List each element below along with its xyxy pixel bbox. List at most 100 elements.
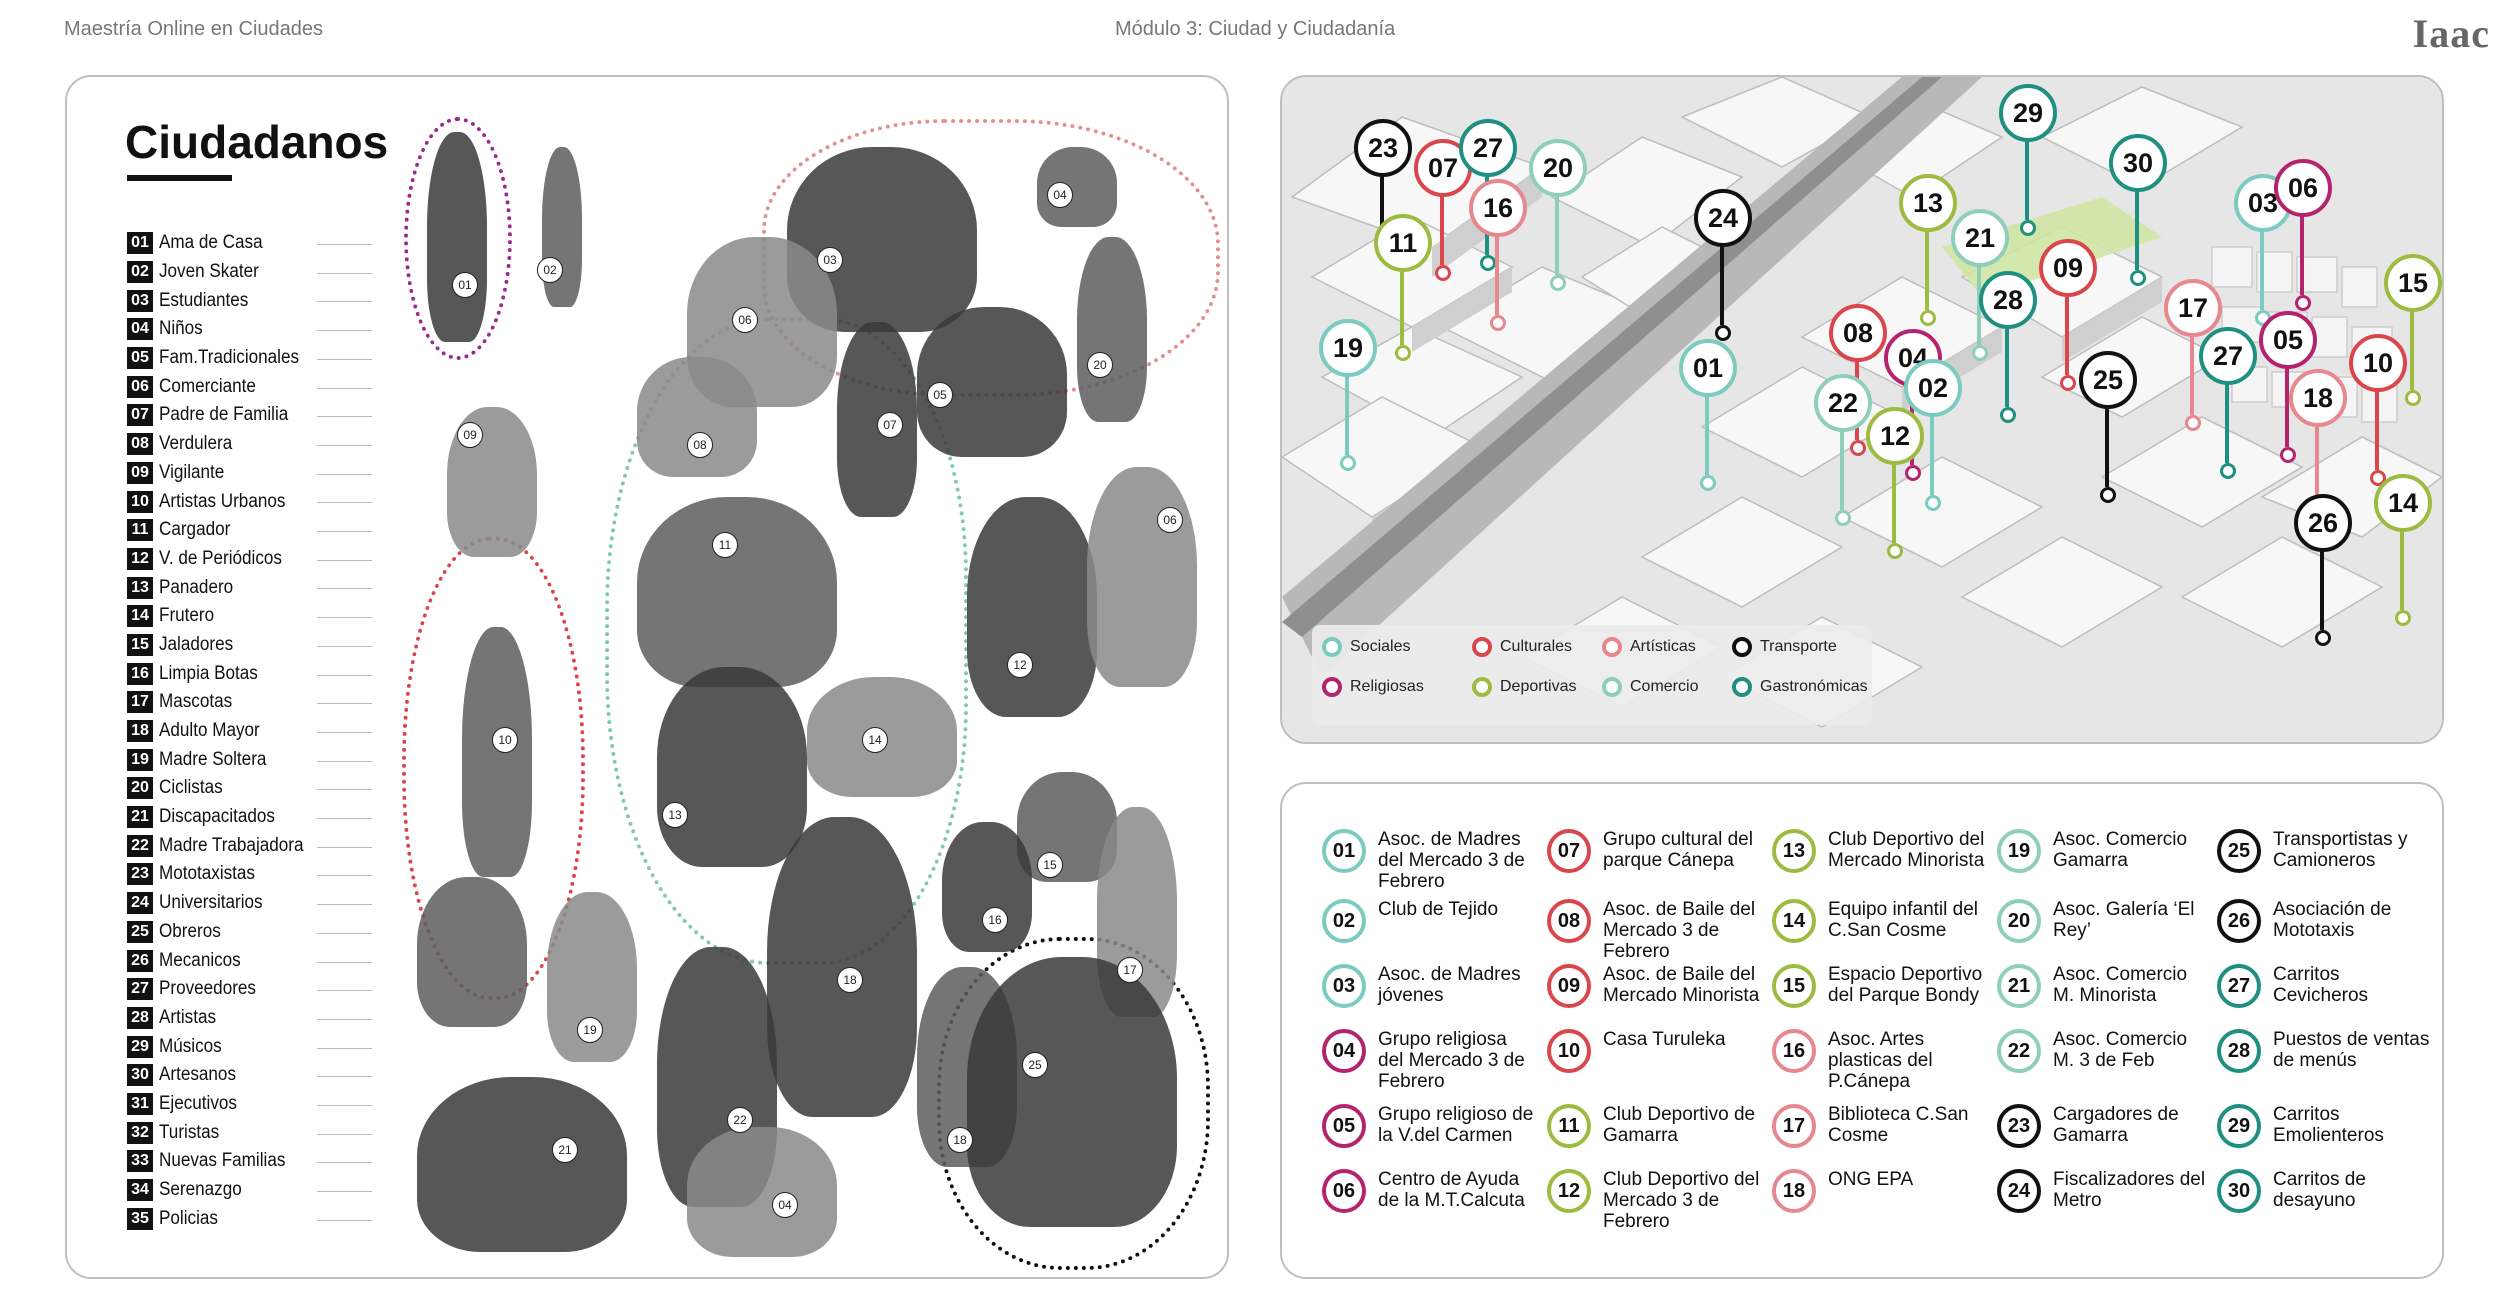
map-pin[interactable]: 17 xyxy=(2164,279,2222,431)
pin-stem xyxy=(2065,295,2069,375)
map-pin[interactable]: 27 xyxy=(2199,327,2257,479)
map-legend-item: Transporte xyxy=(1732,637,1837,657)
map-pin[interactable]: 18 xyxy=(2289,369,2347,521)
map-pin[interactable]: 27 xyxy=(1459,119,1517,271)
pin-stem xyxy=(1440,195,1444,265)
pin-number: 27 xyxy=(1459,119,1517,177)
map-pin[interactable]: 02 xyxy=(1904,359,1962,511)
leader-line xyxy=(317,760,372,762)
pin-dot xyxy=(1480,255,1496,271)
map-pin[interactable]: 11 xyxy=(1374,214,1432,361)
collage-number-tag: 25 xyxy=(1022,1052,1048,1078)
citizen-name: Ama de Casa xyxy=(159,232,263,254)
map-pin[interactable]: 26 xyxy=(2294,494,2352,646)
pin-number: 19 xyxy=(1319,319,1377,377)
organization-name: Asoc. Comercio Gamarra xyxy=(2053,829,2188,871)
citizen-number: 18 xyxy=(127,720,153,743)
collage-number-tag: 04 xyxy=(772,1192,798,1218)
legend-label: Transporte xyxy=(1760,638,1837,655)
map-pin[interactable]: 06 xyxy=(2274,159,2332,311)
pin-number: 10 xyxy=(2349,334,2407,392)
legend-ring-icon xyxy=(1472,637,1492,657)
group-outline-purple xyxy=(404,117,512,360)
leader-line xyxy=(317,990,372,992)
leader-line xyxy=(317,330,372,332)
pin-dot xyxy=(2130,270,2146,286)
organization-number: 27 xyxy=(2217,964,2261,1008)
title-underline xyxy=(127,175,232,181)
map-pin[interactable]: 04 xyxy=(1884,329,1942,481)
legend-label: Deportivas xyxy=(1500,678,1577,695)
iaac-logo: Iaac xyxy=(2412,11,2490,56)
map-pin[interactable]: 28 xyxy=(1979,271,2037,423)
organization-number: 11 xyxy=(1547,1104,1591,1148)
map-pin[interactable]: 03 xyxy=(2234,174,2292,326)
pin-dot xyxy=(1700,475,1716,491)
pin-dot xyxy=(1887,543,1903,559)
map-pin[interactable]: 25 xyxy=(2079,351,2137,503)
figure-juggler xyxy=(462,627,532,877)
map-pin[interactable]: 30 xyxy=(2109,134,2167,286)
organization-number: 21 xyxy=(1997,964,2041,1008)
map-pin[interactable]: 19 xyxy=(1319,319,1377,471)
map-pin[interactable]: 01 xyxy=(1679,339,1737,491)
citizen-number: 09 xyxy=(127,461,153,484)
pin-dot xyxy=(2000,407,2016,423)
map-pin[interactable]: 07 xyxy=(1414,139,1472,281)
map-pin[interactable]: 05 xyxy=(2259,311,2317,463)
pin-dot xyxy=(2060,375,2076,391)
citizen-number: 29 xyxy=(127,1035,153,1058)
organization-number: 15 xyxy=(1772,964,1816,1008)
map-pin[interactable]: 14 xyxy=(2374,474,2432,626)
citizen-number: 25 xyxy=(127,920,153,943)
map-pin[interactable]: 22 xyxy=(1814,374,1872,526)
map-pin[interactable]: 12 xyxy=(1866,407,1924,559)
citizen-name: Ejecutivos xyxy=(159,1092,237,1114)
organization-number: 23 xyxy=(1997,1104,2041,1148)
pin-stem xyxy=(1720,245,1724,325)
map-pin[interactable]: 23 xyxy=(1354,119,1412,251)
pin-dot xyxy=(2100,487,2116,503)
map-pin[interactable]: 10 xyxy=(2349,334,2407,486)
organization-number: 24 xyxy=(1997,1169,2041,1213)
pin-dot xyxy=(1550,275,1566,291)
pin-number: 15 xyxy=(2384,254,2442,312)
pin-dot xyxy=(2295,295,2311,311)
map-pin[interactable]: 24 xyxy=(1694,189,1752,341)
pin-stem xyxy=(1925,230,1929,310)
pin-number: 24 xyxy=(1694,189,1752,247)
organization-number: 09 xyxy=(1547,964,1591,1008)
pin-stem xyxy=(2105,407,2109,487)
organization-name: Biblioteca C.San Cosme xyxy=(1828,1104,1969,1146)
collage-number-tag: 08 xyxy=(687,432,713,458)
map-pin[interactable]: 20 xyxy=(1529,139,1587,291)
map-pin[interactable]: 09 xyxy=(2039,239,2097,391)
organization-number: 30 xyxy=(2217,1169,2261,1213)
legend-ring-icon xyxy=(1602,677,1622,697)
map-pin[interactable]: 08 xyxy=(1829,304,1887,456)
citizen-name: Mascotas xyxy=(159,691,233,713)
leader-line xyxy=(317,444,372,446)
map-pin[interactable]: 15 xyxy=(2384,254,2442,406)
organization-number: 13 xyxy=(1772,829,1816,873)
citizen-name: Panadero xyxy=(159,576,234,598)
map-pin[interactable]: 29 xyxy=(1999,84,2057,236)
citizen-number: 27 xyxy=(127,978,153,1001)
pin-stem xyxy=(1930,415,1934,495)
pin-number: 14 xyxy=(2374,474,2432,532)
map-pin[interactable]: 21 xyxy=(1951,209,2009,361)
map-pin[interactable]: 13 xyxy=(1899,174,1957,326)
pin-number: 25 xyxy=(2079,351,2137,409)
map-pin[interactable]: 16 xyxy=(1469,179,1527,331)
